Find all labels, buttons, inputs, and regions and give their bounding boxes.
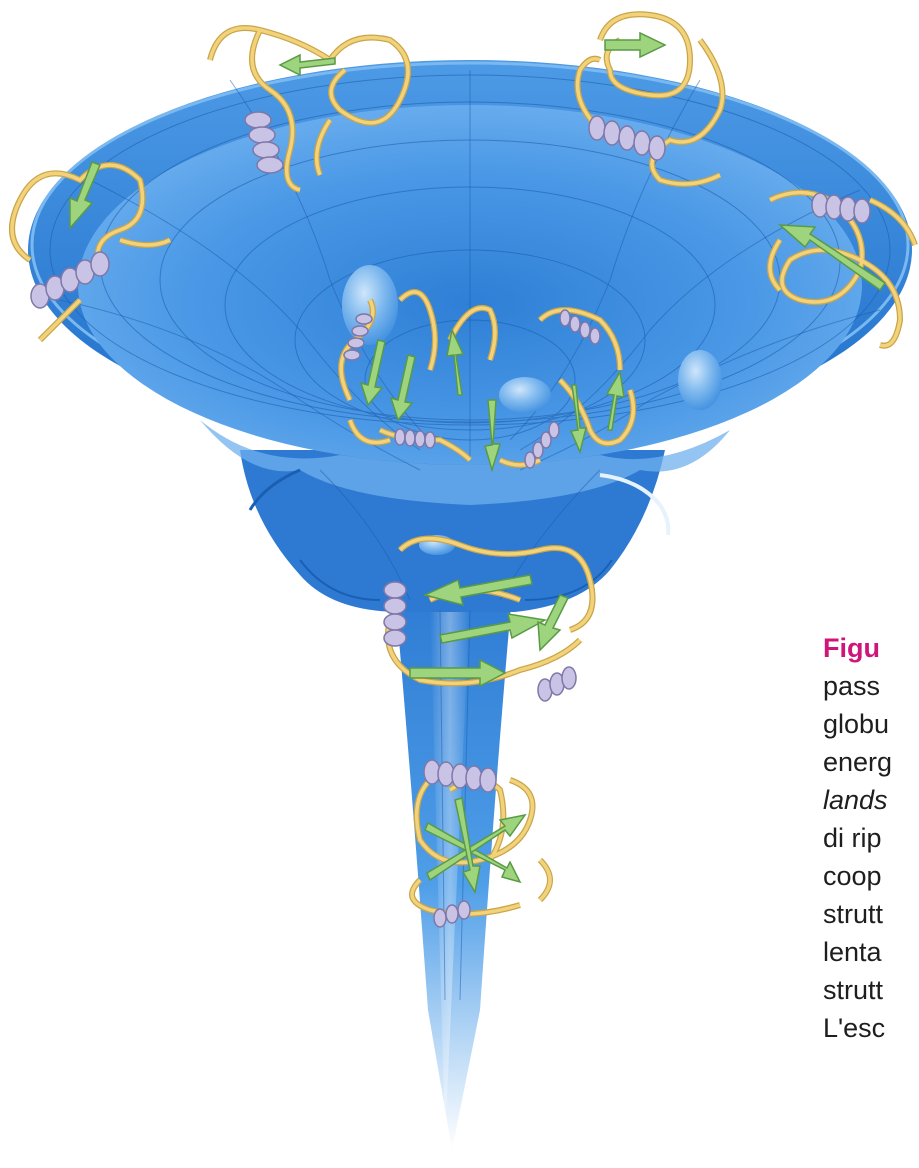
caption-line: coop [823, 861, 882, 892]
figure-caption: Figu pass globu energ lands di rip coop … [823, 633, 919, 1168]
caption-line: di rip [823, 823, 882, 854]
caption-line: globu [823, 709, 889, 740]
caption-line: lenta [823, 937, 882, 968]
caption-line: strutt [823, 975, 883, 1006]
caption-line: energ [823, 747, 892, 778]
caption-line: L'esc [823, 1013, 885, 1044]
funnel-bump [678, 350, 722, 410]
beta-strand [605, 33, 665, 57]
caption-line: strutt [823, 899, 883, 930]
caption-title: Figu [823, 633, 880, 664]
caption-line: lands [823, 785, 888, 816]
energy-funnel [28, 60, 912, 1150]
funnel-bump [499, 377, 551, 413]
caption-line: pass [823, 671, 880, 702]
